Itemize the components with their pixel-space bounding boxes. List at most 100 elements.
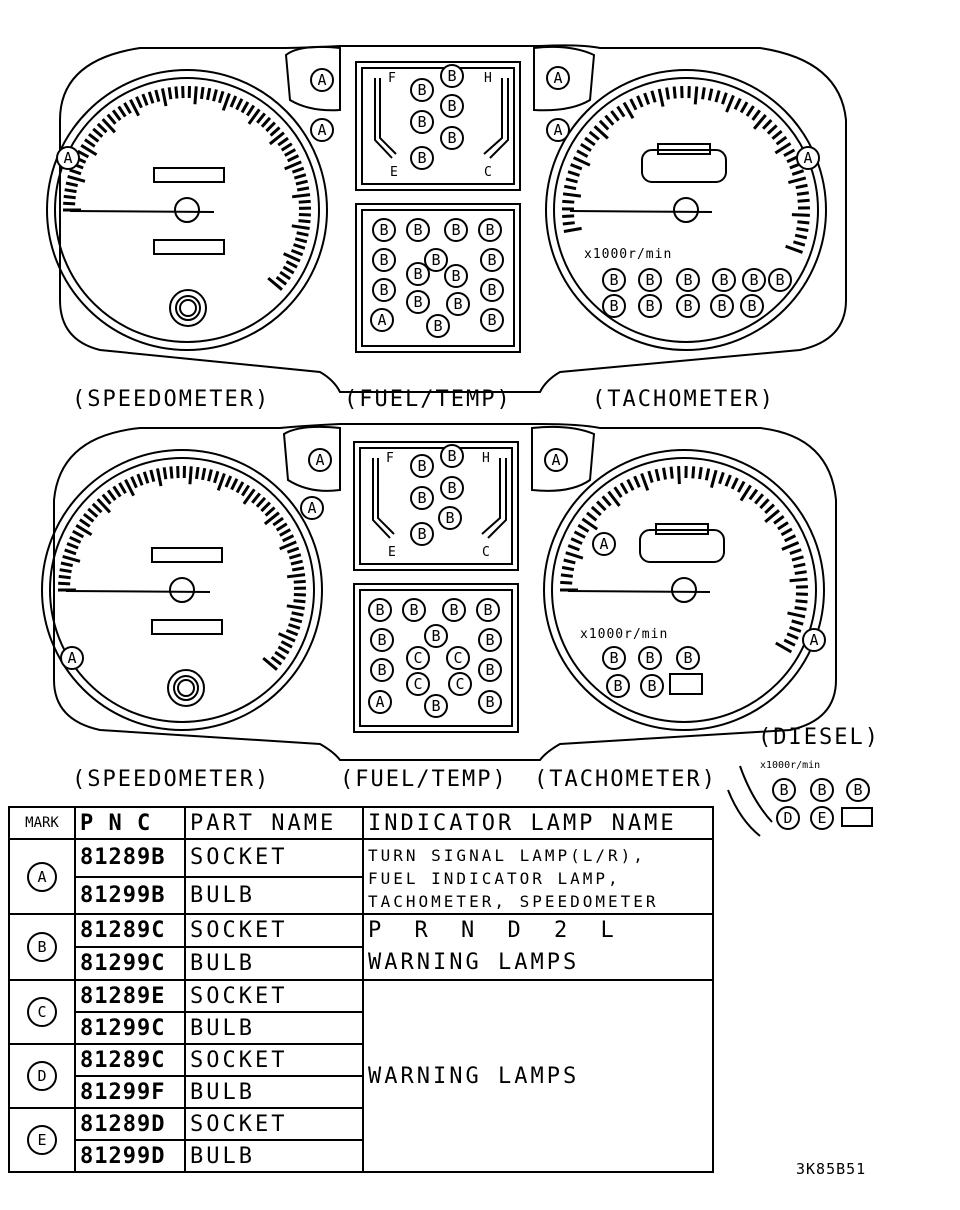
part-name-cell: SOCKET (184, 979, 364, 1013)
speedometer-tick (136, 473, 144, 486)
tachometer-tick (586, 511, 598, 522)
speedometer-tick (280, 142, 293, 152)
socket-mark-b: B (478, 690, 502, 714)
socket-mark-a: A (56, 146, 80, 170)
socket-mark-letter: B (487, 281, 496, 299)
socket-mark-letter: B (417, 149, 426, 167)
speedometer-tick (69, 535, 82, 544)
socket-mark-circle (478, 690, 502, 714)
socket-mark-b: B (446, 292, 470, 316)
speedometer-tick (141, 93, 149, 106)
socket-mark-circle (60, 646, 84, 670)
pnc-cell: 81299C (74, 946, 186, 981)
socket-mark-circle (712, 268, 736, 292)
socket-mark-letter: B (417, 525, 426, 543)
socket-mark-circle (710, 294, 734, 318)
speedometer-tick (282, 265, 295, 275)
socket-mark-circle (300, 496, 324, 520)
speedometer-tick (101, 118, 117, 134)
tachometer-tick (691, 466, 696, 479)
speedometer-tick (67, 174, 86, 183)
table-row: 81299C BULB (9, 1011, 713, 1045)
speedometer-tick (285, 260, 298, 269)
speedometer-tick (224, 475, 233, 488)
tachometer-tick (577, 523, 590, 533)
speedometer-tick (169, 466, 174, 479)
tachometer-tick (739, 101, 749, 114)
mark-cell: D (8, 1043, 76, 1109)
speedometer-tick (291, 166, 305, 174)
tachometer-tick (562, 214, 575, 218)
socket-mark-b: B (676, 268, 700, 292)
speedometer-tick (129, 98, 140, 117)
socket-mark-letter: B (485, 693, 494, 711)
socket-mark-letter: C (455, 675, 464, 693)
socket-mark-c: C (406, 672, 430, 696)
tachometer-tick (794, 570, 807, 575)
speedometer-tick (101, 493, 112, 505)
socket-mark-letter: A (803, 149, 812, 167)
speedometer-tick (212, 89, 218, 102)
socket-mark-b: B (440, 444, 464, 468)
socket-mark-circle (478, 658, 502, 682)
socket-mark-letter: B (647, 677, 656, 695)
bottom-cluster-housing (53, 423, 837, 761)
socket-mark-letter: B (717, 297, 726, 315)
speedometer-tick (277, 136, 289, 147)
socket-mark-circle (370, 308, 394, 332)
socket-mark-circle (370, 628, 394, 652)
socket-mark-letter: B (445, 509, 454, 527)
tachometer-tick (707, 88, 714, 101)
speedometer-tick (84, 138, 96, 148)
tachometer-tick (794, 606, 807, 611)
speedometer-tick (58, 581, 71, 586)
socket-mark-b: B (368, 598, 392, 622)
socket-mark-b: B (638, 646, 662, 670)
speedometer-tick (285, 628, 299, 637)
tach-blank-window (669, 673, 703, 695)
socket-mark-letter: B (485, 631, 494, 649)
socket-mark-circle (592, 532, 616, 556)
tachometer-tick (797, 198, 810, 203)
tachometer-tick (781, 541, 800, 551)
speedometer-tick (154, 89, 161, 102)
socket-mark-b: B (440, 476, 464, 500)
socket-mark-b: B (602, 268, 626, 292)
temp-hot-label: H (484, 71, 493, 86)
speedometer-tick (293, 579, 306, 584)
socket-mark-b: B (476, 598, 500, 622)
tachometer-tick (640, 472, 650, 491)
part-name-cell: SOCKET (184, 913, 364, 948)
socket-mark-letter: B (853, 781, 862, 799)
speedometer-tick (265, 121, 276, 133)
speedometer-tick (291, 611, 304, 617)
speedometer-tick (96, 122, 108, 134)
socket-mark-letter: B (417, 457, 426, 475)
socket-mark-circle (740, 294, 764, 318)
speedometer-tick (260, 501, 271, 513)
socket-mark-letter: A (377, 311, 386, 329)
speedometer-tick (247, 108, 261, 125)
socket-mark-circle (606, 674, 630, 698)
socket-mark-a: A (60, 646, 84, 670)
tachometer-tick (619, 482, 629, 495)
socket-mark-letter: A (809, 631, 818, 649)
tachometer-tick (751, 109, 761, 121)
bottom-fuel-temp-gauge (353, 441, 519, 571)
socket-mark-circle (676, 294, 700, 318)
socket-mark-a: A (802, 628, 826, 652)
speedometer-tick (255, 496, 267, 508)
tachometer-tick (562, 192, 582, 198)
socket-mark-circle (440, 126, 464, 150)
speedometer-tick (263, 511, 280, 526)
tachometer-tick (736, 480, 746, 493)
table-row: C 81289E SOCKET WARNING LAMPS (8, 979, 714, 1173)
socket-mark-b: B (810, 778, 834, 802)
tachometer-tick (754, 493, 765, 505)
speedometer-tick (270, 655, 283, 666)
bottom-rpm-unit: x1000r/min (580, 627, 668, 642)
speedometer-tick (118, 482, 127, 495)
tachometer-tick (759, 498, 770, 510)
socket-mark-circle (426, 314, 450, 338)
speedometer-tick (79, 518, 91, 528)
